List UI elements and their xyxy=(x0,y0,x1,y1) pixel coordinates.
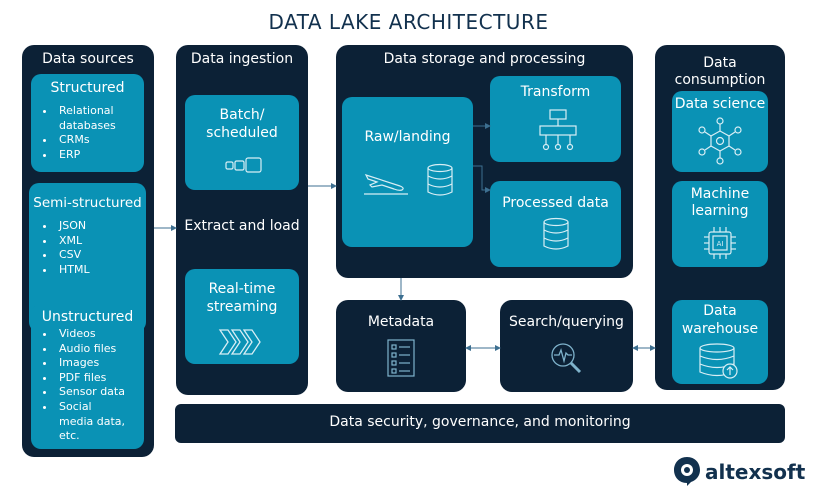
data-sources-header: Data sources xyxy=(42,51,134,67)
consumption-header-line2: consumption xyxy=(674,72,766,88)
list-item: CRMs xyxy=(39,133,149,148)
search-box[interactable]: Search/querying xyxy=(500,300,633,392)
chevrons-icon xyxy=(218,329,261,355)
machine-learning-box[interactable]: Machine learning AI xyxy=(672,181,768,267)
data-warehouse-title-line2: warehouse xyxy=(681,321,759,337)
list-item: Audio files xyxy=(39,342,147,357)
ai-chip-icon: AI xyxy=(704,227,736,259)
security-label: Data security, governance, and monitorin… xyxy=(329,414,631,430)
consumption-panel: Data consumption Data science Machine le… xyxy=(655,45,785,390)
consumption-header-line1: Data xyxy=(703,55,737,71)
list-item: Sensor data xyxy=(39,385,147,400)
unstructured-title: Unstructured xyxy=(41,309,134,325)
processed-data-title: Processed data xyxy=(502,195,609,211)
semi-structured-list: JSON XML CSV HTML xyxy=(39,219,139,277)
unstructured-list: Videos Audio files Images PDF files Sens… xyxy=(39,327,147,444)
hierarchy-icon xyxy=(539,109,577,151)
streaming-title-line2: streaming xyxy=(206,299,278,315)
streaming-box[interactable]: Real-time streaming xyxy=(185,269,299,364)
batch-icon xyxy=(225,157,262,173)
checklist-icon xyxy=(387,339,415,377)
airplane-landing-icon xyxy=(364,173,408,195)
data-warehouse-title-line1: Data xyxy=(703,303,737,319)
list-item: PDF files xyxy=(39,371,147,386)
unstructured-box[interactable]: Unstructured Videos Audio files Images P… xyxy=(31,304,144,449)
streaming-title-line1: Real-time xyxy=(208,281,276,297)
data-sources-panel: Data sources Structured Relational datab… xyxy=(22,45,154,457)
data-science-title: Data science xyxy=(674,96,766,112)
svg-text:AI: AI xyxy=(717,240,724,248)
machine-learning-title-line2: learning xyxy=(691,203,749,219)
data-science-box[interactable]: Data science xyxy=(672,91,768,172)
molecule-icon xyxy=(698,117,742,165)
extract-and-load-label: Extract and load xyxy=(184,218,300,234)
batch-title-line1: Batch/ xyxy=(219,107,265,123)
processed-data-box[interactable]: Processed data xyxy=(490,181,621,267)
transform-box[interactable]: Transform xyxy=(490,76,621,162)
list-item: Videos xyxy=(39,327,147,342)
list-item: databases xyxy=(59,118,116,132)
warehouse-database-icon xyxy=(699,343,738,379)
search-icon xyxy=(551,343,582,374)
raw-landing-box[interactable]: Raw/landing xyxy=(342,97,473,247)
search-title: Search/querying xyxy=(509,314,624,330)
structured-title: Structured xyxy=(50,80,125,96)
raw-landing-title: Raw/landing xyxy=(364,129,451,145)
structured-list: Relational databases CRMs ERP xyxy=(39,104,149,162)
database-icon xyxy=(543,217,569,250)
list-item: CSV xyxy=(39,248,139,263)
altexsoft-logo-icon xyxy=(674,457,700,486)
ingestion-panel: Data ingestion Batch/ scheduled Extract … xyxy=(176,45,308,395)
batch-box[interactable]: Batch/ scheduled xyxy=(185,95,299,190)
storage-header: Data storage and processing xyxy=(383,51,586,67)
list-item: media data, xyxy=(59,414,126,428)
ingestion-header: Data ingestion xyxy=(190,51,294,67)
semi-structured-title: Semi-structured xyxy=(33,195,142,211)
data-warehouse-box[interactable]: Data warehouse xyxy=(672,300,768,384)
list-item: ERP xyxy=(39,148,149,163)
batch-title-line2: scheduled xyxy=(206,125,278,141)
list-item: etc. xyxy=(59,429,80,443)
list-item: Relational xyxy=(39,104,149,119)
list-item: HTML xyxy=(39,263,139,278)
machine-learning-title-line1: Machine xyxy=(690,186,750,202)
metadata-box[interactable]: Metadata xyxy=(336,300,466,392)
database-icon xyxy=(427,163,453,196)
arrow-raw-to-processed xyxy=(473,165,491,193)
list-item: Images xyxy=(39,356,147,371)
transform-title: Transform xyxy=(520,84,591,100)
list-item: JSON xyxy=(39,219,139,234)
brand-name: altexsoft xyxy=(705,460,806,484)
list-item: XML xyxy=(39,234,139,249)
metadata-title: Metadata xyxy=(367,314,435,330)
security-bar[interactable]: Data security, governance, and monitorin… xyxy=(175,404,785,443)
diagram-title: DATA LAKE ARCHITECTURE xyxy=(268,10,549,34)
storage-panel: Data storage and processing Raw/landing … xyxy=(336,45,633,278)
structured-box[interactable]: Structured Relational databases CRMs ERP xyxy=(31,74,144,172)
list-item: Social xyxy=(39,400,147,415)
